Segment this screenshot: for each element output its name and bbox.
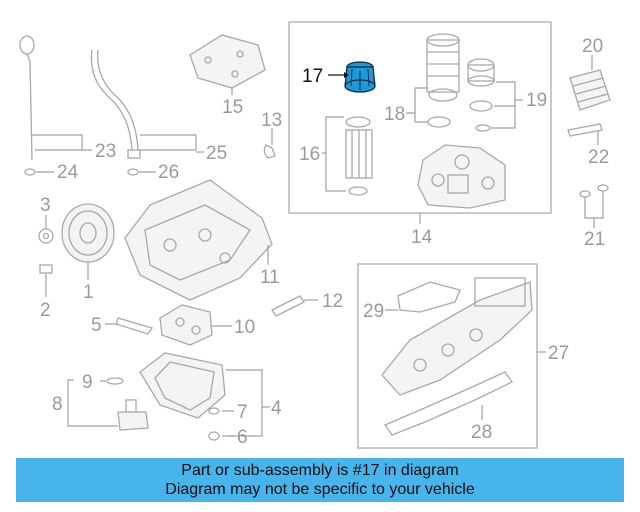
- part-16-filter-element: [345, 116, 373, 196]
- callout-26: 26: [158, 162, 179, 183]
- part-25-dipstick-tube: [90, 49, 141, 176]
- banner-line-1: Part or sub-assembly is #17 in diagram: [181, 462, 459, 479]
- callout-9: 9: [82, 372, 93, 393]
- callout-15: 15: [222, 97, 243, 118]
- part-10-oil-pump: [159, 304, 213, 346]
- callout-25: 25: [206, 143, 227, 164]
- callout-22: 22: [588, 147, 609, 168]
- callout-10: 10: [234, 317, 255, 338]
- part-19-seal: [467, 58, 495, 132]
- callout-20: 20: [582, 36, 603, 57]
- callout-7: 7: [237, 402, 248, 423]
- group-box-27: [357, 263, 538, 449]
- callout-3: 3: [40, 195, 51, 216]
- intake-manifold: [381, 277, 533, 396]
- callout-28: 28: [471, 422, 492, 443]
- part-8-oil-level-sensor: [117, 399, 149, 431]
- callout-21: 21: [584, 229, 605, 250]
- part-5-gasket: [115, 317, 154, 335]
- upper-oil-pan: [124, 179, 273, 301]
- callout-5: 5: [91, 315, 102, 336]
- callout-8: 8: [52, 394, 63, 415]
- part-28-gasket: [384, 371, 513, 436]
- part-21-seals: [579, 184, 609, 198]
- callout-12: 12: [322, 291, 343, 312]
- part-18-filter-sleeve: [426, 33, 460, 128]
- callout-13: 13: [261, 110, 282, 131]
- callout-6: 6: [237, 427, 248, 448]
- part-22-gasket: [567, 123, 603, 137]
- part-20-oil-cooler: [569, 69, 611, 111]
- callout-1: 1: [83, 282, 94, 303]
- part-23-dipstick: [19, 35, 36, 176]
- parts-diagram: 17 16 18 19 14 15 13 20 22 21 23 24 25 2…: [19, 21, 611, 449]
- callout-2: 2: [40, 300, 51, 321]
- callout-17[interactable]: 17: [302, 66, 323, 87]
- part-13-clip: [263, 144, 276, 159]
- part-15-cover: [189, 34, 266, 89]
- callout-29: 29: [363, 301, 384, 322]
- callout-4: 4: [271, 398, 282, 419]
- part-12-sensor: [271, 295, 305, 317]
- callout-16: 16: [299, 144, 320, 165]
- callout-24: 24: [57, 162, 79, 183]
- filter-housing: [417, 144, 506, 209]
- part-3-washer: [38, 228, 54, 244]
- part-1-pulley: [61, 203, 115, 263]
- callout-27: 27: [548, 343, 569, 364]
- part-29-gasket: [397, 281, 461, 313]
- part-2-bolt: [39, 264, 53, 285]
- banner-line-2: Diagram may not be specific to your vehi…: [165, 481, 475, 498]
- callout-23: 23: [95, 141, 116, 162]
- callout-14: 14: [411, 227, 433, 248]
- lower-oil-pan: [139, 352, 226, 419]
- callout-11: 11: [260, 267, 280, 288]
- part-17-oil-filter-cap[interactable]: [344, 61, 376, 93]
- callout-19: 19: [526, 90, 547, 111]
- info-banner: Part or sub-assembly is #17 in diagram D…: [16, 458, 624, 502]
- callout-18: 18: [384, 104, 405, 125]
